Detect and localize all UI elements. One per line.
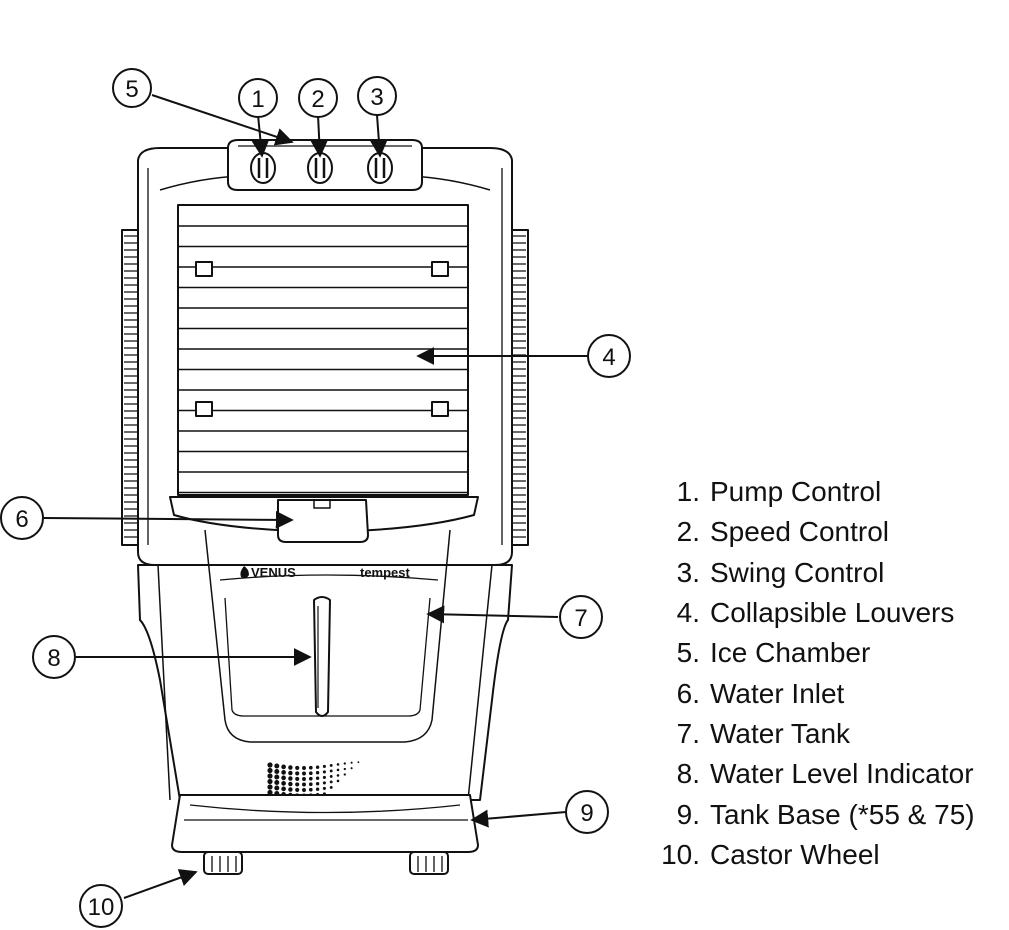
legend-item-number: 10. bbox=[661, 838, 700, 870]
legend-item: 4. Collapsible Louvers bbox=[642, 593, 975, 633]
callout-5: 5 bbox=[125, 76, 138, 103]
air-cooler-illustration bbox=[121, 139, 529, 875]
legend-item-label: Speed Control bbox=[710, 516, 890, 548]
legend-item: 6. Water Inlet bbox=[642, 673, 975, 713]
callout-6: 6 bbox=[15, 506, 28, 533]
svg-text:tempest: tempest bbox=[360, 565, 411, 580]
callout-3: 3 bbox=[370, 84, 383, 111]
legend-item-label: Water Level Indicator bbox=[710, 758, 974, 790]
legend-item-number: 1. bbox=[676, 476, 700, 508]
callout-4: 4 bbox=[602, 344, 615, 371]
legend-item-label: Ice Chamber bbox=[710, 637, 871, 669]
castor-wheel-right bbox=[409, 851, 449, 875]
callout-lines bbox=[43, 94, 588, 899]
legend-item-number: 8. bbox=[676, 758, 700, 790]
legend-item: 2. Speed Control bbox=[642, 512, 975, 552]
legend-item-number: 7. bbox=[676, 717, 700, 749]
parts-legend: 1. Pump Control 2. Speed Control 3. Swing Con… bbox=[642, 472, 975, 875]
legend-item-label: Tank Base (*55 & 75) bbox=[710, 798, 975, 830]
legend-item-label: Water Inlet bbox=[710, 677, 845, 709]
tempest-logo: tempest bbox=[360, 565, 411, 580]
legend-item: 3. Swing Control bbox=[642, 553, 975, 593]
collapsible-louvers bbox=[178, 225, 468, 494]
legend-item: 7. Water Tank bbox=[642, 714, 975, 754]
svg-text:VENUS: VENUS bbox=[251, 565, 296, 580]
legend-item: 1. Pump Control bbox=[642, 472, 975, 512]
castor-wheel-left bbox=[203, 851, 243, 875]
legend-item: 5. Ice Chamber bbox=[642, 633, 975, 673]
callout-circles bbox=[0, 68, 631, 928]
callout-1: 1 bbox=[251, 86, 264, 113]
venus-logo: VENUS bbox=[240, 565, 296, 580]
water-inlet bbox=[277, 499, 369, 543]
legend-item-number: 5. bbox=[676, 637, 700, 669]
decorative-dot-pattern bbox=[267, 761, 360, 798]
callout-9: 9 bbox=[580, 800, 593, 827]
legend-item-label: Pump Control bbox=[710, 476, 882, 508]
legend-item: 9. Tank Base (*55 & 75) bbox=[642, 794, 975, 834]
legend-item-number: 3. bbox=[676, 556, 700, 588]
callout-8: 8 bbox=[47, 645, 60, 672]
legend-item-number: 2. bbox=[676, 516, 700, 548]
legend-item: 8. Water Level Indicator bbox=[642, 754, 975, 794]
callout-2: 2 bbox=[311, 86, 324, 113]
legend-item: 10. Castor Wheel bbox=[642, 835, 975, 875]
legend-item-number: 4. bbox=[676, 597, 700, 629]
legend-item-label: Collapsible Louvers bbox=[710, 597, 955, 629]
callout-7: 7 bbox=[574, 605, 587, 632]
legend-item-number: 9. bbox=[676, 798, 700, 830]
speed-control-knob bbox=[307, 152, 333, 184]
swing-control-knob bbox=[367, 152, 393, 184]
legend-item-number: 6. bbox=[676, 677, 700, 709]
legend-item-label: Water Tank bbox=[710, 717, 851, 749]
callout-numbers: 1 2 3 5 4 6 7 8 9 10 bbox=[15, 76, 615, 921]
pump-control-knob bbox=[250, 152, 276, 184]
tank-base bbox=[171, 794, 479, 853]
callout-10: 10 bbox=[88, 894, 115, 921]
legend-item-label: Swing Control bbox=[710, 556, 885, 588]
water-level-indicator bbox=[313, 596, 331, 717]
legend-item-label: Castor Wheel bbox=[710, 838, 880, 870]
